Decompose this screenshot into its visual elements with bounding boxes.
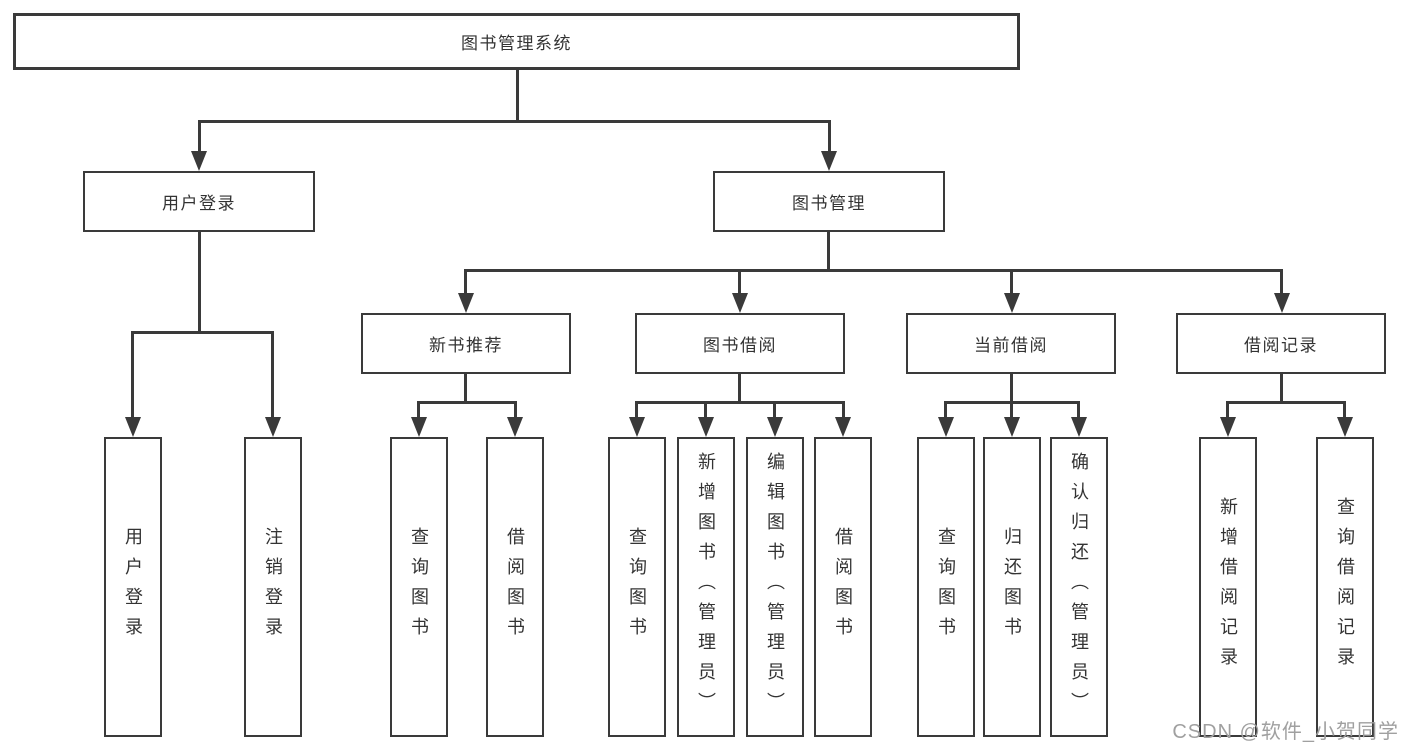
connector-line xyxy=(828,120,831,154)
connector-line xyxy=(417,401,420,419)
connector-line xyxy=(464,269,467,295)
leaf-user-login: 用户登录 xyxy=(104,437,162,737)
arrow-down-icon xyxy=(629,417,645,437)
connector-line xyxy=(1010,401,1013,419)
csdn-watermark: CSDN @软件_小贺同学 xyxy=(1172,721,1399,743)
node-current-borrow-label: 当前借阅 xyxy=(974,336,1048,355)
node-new-book-recommend-label: 新书推荐 xyxy=(429,336,503,355)
node-user-login-label: 用户登录 xyxy=(162,194,236,213)
leaf-newbook-borrow: 借阅图书 xyxy=(486,437,544,737)
leaf-record-add-label: 新增借阅记录 xyxy=(1218,497,1238,677)
connector-line xyxy=(131,331,134,419)
arrow-down-icon xyxy=(1004,417,1020,437)
arrow-down-icon xyxy=(507,417,523,437)
leaf-record-add: 新增借阅记录 xyxy=(1199,437,1257,737)
leaf-logout: 注销登录 xyxy=(244,437,302,737)
arrow-down-icon xyxy=(821,151,837,171)
connector-line xyxy=(827,230,830,272)
connector-line xyxy=(1010,372,1013,404)
connector-line xyxy=(944,401,947,419)
leaf-borrow-query: 查询图书 xyxy=(608,437,666,737)
leaf-record-query-label: 查询借阅记录 xyxy=(1335,497,1355,677)
arrow-down-icon xyxy=(1071,417,1087,437)
node-book-borrow: 图书借阅 xyxy=(635,313,845,374)
arrow-down-icon xyxy=(265,417,281,437)
connector-line xyxy=(271,331,274,419)
connector-line xyxy=(198,120,831,123)
arrow-down-icon xyxy=(1220,417,1236,437)
connector-line xyxy=(1280,372,1283,404)
node-book-manage: 图书管理 xyxy=(713,171,945,232)
leaf-borrow-query-label: 查询图书 xyxy=(627,527,647,647)
arrow-down-icon xyxy=(191,151,207,171)
leaf-borrow-edit-admin-label: 编辑图书（管理员） xyxy=(765,452,785,722)
node-user-login: 用户登录 xyxy=(83,171,315,232)
node-book-manage-label: 图书管理 xyxy=(792,194,866,213)
arrow-down-icon xyxy=(732,293,748,313)
leaf-record-query: 查询借阅记录 xyxy=(1316,437,1374,737)
connector-line xyxy=(635,401,844,404)
leaf-borrow-borrow: 借阅图书 xyxy=(814,437,872,737)
leaf-borrow-add-admin-label: 新增图书（管理员） xyxy=(696,452,716,722)
connector-line xyxy=(842,401,845,419)
connector-line xyxy=(198,230,201,334)
connector-line xyxy=(1280,269,1283,295)
connector-line xyxy=(1077,401,1080,419)
connector-line xyxy=(704,401,707,419)
arrow-down-icon xyxy=(835,417,851,437)
leaf-current-confirm-admin-label: 确认归还（管理员） xyxy=(1069,452,1089,722)
leaf-borrow-add-admin: 新增图书（管理员） xyxy=(677,437,735,737)
connector-line xyxy=(198,120,201,154)
arrow-down-icon xyxy=(458,293,474,313)
arrow-down-icon xyxy=(1337,417,1353,437)
connector-line xyxy=(131,331,274,334)
arrow-down-icon xyxy=(938,417,954,437)
connector-line xyxy=(1226,401,1229,419)
arrow-down-icon xyxy=(1004,293,1020,313)
connector-line xyxy=(514,401,517,419)
leaf-current-query: 查询图书 xyxy=(917,437,975,737)
leaf-borrow-edit-admin: 编辑图书（管理员） xyxy=(746,437,804,737)
node-borrow-record: 借阅记录 xyxy=(1176,313,1386,374)
connector-line xyxy=(1226,401,1346,404)
leaf-borrow-borrow-label: 借阅图书 xyxy=(833,527,853,647)
leaf-current-confirm-admin: 确认归还（管理员） xyxy=(1050,437,1108,737)
node-book-borrow-label: 图书借阅 xyxy=(703,336,777,355)
leaf-newbook-borrow-label: 借阅图书 xyxy=(505,527,525,647)
arrow-down-icon xyxy=(1274,293,1290,313)
connector-line xyxy=(773,401,776,419)
leaf-newbook-query: 查询图书 xyxy=(390,437,448,737)
arrow-down-icon xyxy=(698,417,714,437)
leaf-current-return-label: 归还图书 xyxy=(1002,527,1022,647)
node-borrow-record-label: 借阅记录 xyxy=(1244,336,1318,355)
leaf-current-return: 归还图书 xyxy=(983,437,1041,737)
node-root: 图书管理系统 xyxy=(13,13,1020,70)
arrow-down-icon xyxy=(767,417,783,437)
connector-line xyxy=(738,269,741,295)
connector-line xyxy=(1010,269,1013,295)
connector-line xyxy=(738,372,741,404)
arrow-down-icon xyxy=(125,417,141,437)
leaf-current-query-label: 查询图书 xyxy=(936,527,956,647)
leaf-logout-label: 注销登录 xyxy=(263,527,283,647)
connector-line xyxy=(464,372,467,404)
connector-line xyxy=(464,269,1283,272)
node-root-label: 图书管理系统 xyxy=(461,34,572,53)
leaf-newbook-query-label: 查询图书 xyxy=(409,527,429,647)
connector-line xyxy=(417,401,517,404)
connector-line xyxy=(635,401,638,419)
leaf-user-login-label: 用户登录 xyxy=(123,527,143,647)
arrow-down-icon xyxy=(411,417,427,437)
node-new-book-recommend: 新书推荐 xyxy=(361,313,571,374)
connector-line xyxy=(1343,401,1346,419)
node-current-borrow: 当前借阅 xyxy=(906,313,1116,374)
connector-line xyxy=(516,70,519,122)
